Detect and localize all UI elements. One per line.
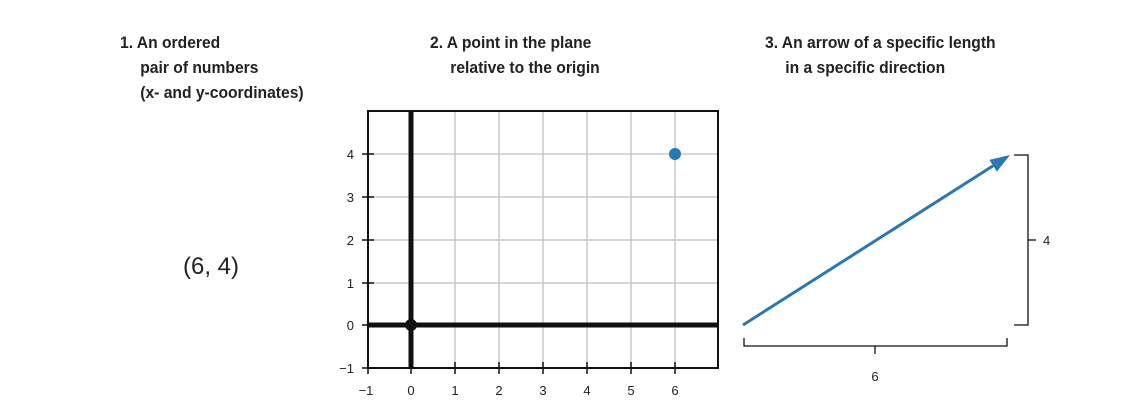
x-tick-label: 3 xyxy=(539,383,546,398)
x-tick-label: 2 xyxy=(495,383,502,398)
dx-label: 6 xyxy=(871,369,878,384)
origin-marker xyxy=(405,319,417,331)
vector-arrow xyxy=(742,164,994,327)
caption-1-line-2: pair of numbers xyxy=(140,58,259,77)
caption-1-line-3: (x- and y-coordinates) xyxy=(140,83,304,102)
grid-lines xyxy=(368,111,718,368)
y-tick-label: 4 xyxy=(347,147,354,162)
dy-label: 4 xyxy=(1043,233,1050,248)
x-tick-label: 4 xyxy=(583,383,590,398)
y-tick-label: 1 xyxy=(347,276,354,291)
x-tick-label: −1 xyxy=(359,383,374,398)
caption-2-line-1: 2. A point in the plane xyxy=(430,33,592,52)
caption-2-line-2: relative to the origin xyxy=(450,58,600,77)
caption-3-line-1: 3. An arrow of a specific length xyxy=(765,33,996,52)
dx-bracket xyxy=(743,338,1008,347)
y-tick-label: −1 xyxy=(339,361,354,376)
arrowhead xyxy=(989,155,1010,172)
x-tick-label: 6 xyxy=(671,383,678,398)
x-tick-label: 1 xyxy=(451,383,458,398)
caption-point-in-plane: 2. A point in the plane relative to the … xyxy=(430,30,600,80)
plotted-point xyxy=(669,148,681,160)
y-tick-label: 2 xyxy=(347,233,354,248)
caption-arrow: 3. An arrow of a specific length in a sp… xyxy=(765,30,996,80)
caption-1-line-1: 1. An ordered xyxy=(120,33,221,52)
dy-bracket xyxy=(1014,154,1029,326)
caption-3-line-2: in a specific direction xyxy=(785,58,946,77)
caption-ordered-pair: 1. An ordered pair of numbers (x- and y-… xyxy=(120,30,304,105)
x-tick-marks xyxy=(367,362,676,374)
ordered-pair-text: (6, 4) xyxy=(183,253,240,280)
y-tick-label: 3 xyxy=(347,190,354,205)
y-tick-label: 0 xyxy=(347,318,354,333)
x-tick-label: 5 xyxy=(627,383,634,398)
x-tick-label: 0 xyxy=(407,383,414,398)
